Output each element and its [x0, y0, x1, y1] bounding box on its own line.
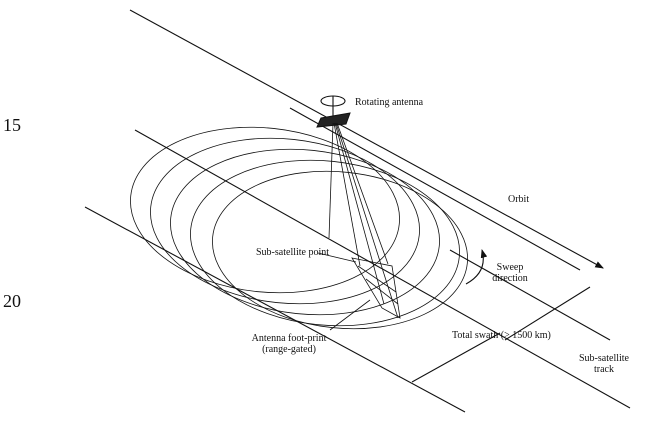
- rotating-antenna-label: Rotating antenna: [355, 97, 424, 108]
- upper-swath-boundary: [449, 249, 611, 341]
- sweep-direction-line-2: direction: [492, 273, 528, 284]
- sweep-ellipse-4: [190, 159, 460, 327]
- margin-number-15: 15: [3, 115, 21, 135]
- swath-marker-lower: [411, 332, 501, 383]
- margin-number-20: 20: [3, 291, 21, 311]
- antenna-footprint-label: Antenna foot-print (range-gated): [246, 333, 332, 355]
- swath-marker-upper: [504, 286, 591, 341]
- sweep-direction-label: Sweep direction: [480, 262, 540, 284]
- rotating-antenna-icon: [316, 95, 351, 128]
- orbit-label: Orbit: [508, 194, 530, 205]
- antenna-footprint-line-1: Antenna foot-print: [251, 333, 327, 344]
- antenna-footprint-line-2: (range-gated): [262, 344, 316, 355]
- sweep-ellipse-3: [170, 148, 440, 316]
- upper-parallel-line: [289, 107, 581, 271]
- sweep-direction-arrow: [465, 248, 488, 285]
- antenna-footprint-wedge: [351, 257, 401, 319]
- sweep-ellipses: [130, 126, 468, 330]
- sweep-ellipse-1: [130, 126, 400, 294]
- sweep-direction-line-1: Sweep: [496, 262, 524, 273]
- sub-satellite-point-label: Sub-satellite point: [256, 247, 330, 258]
- sub-satellite-track-label: Sub-satellite track: [568, 353, 640, 375]
- sweep-ellipse-2: [150, 137, 420, 305]
- sub-satellite-track-line-2: track: [594, 364, 614, 375]
- total-swath-label: Total swath (> 1500 km): [452, 330, 551, 341]
- orbit-line: [129, 9, 604, 269]
- sub-satellite-point-leader: [317, 252, 357, 263]
- sub-satellite-track-line-1: Sub-satellite: [579, 353, 629, 364]
- lower-swath-boundary: [84, 206, 466, 413]
- antenna-beam-lines: [328, 122, 399, 319]
- antenna-footprint-leader: [329, 299, 371, 331]
